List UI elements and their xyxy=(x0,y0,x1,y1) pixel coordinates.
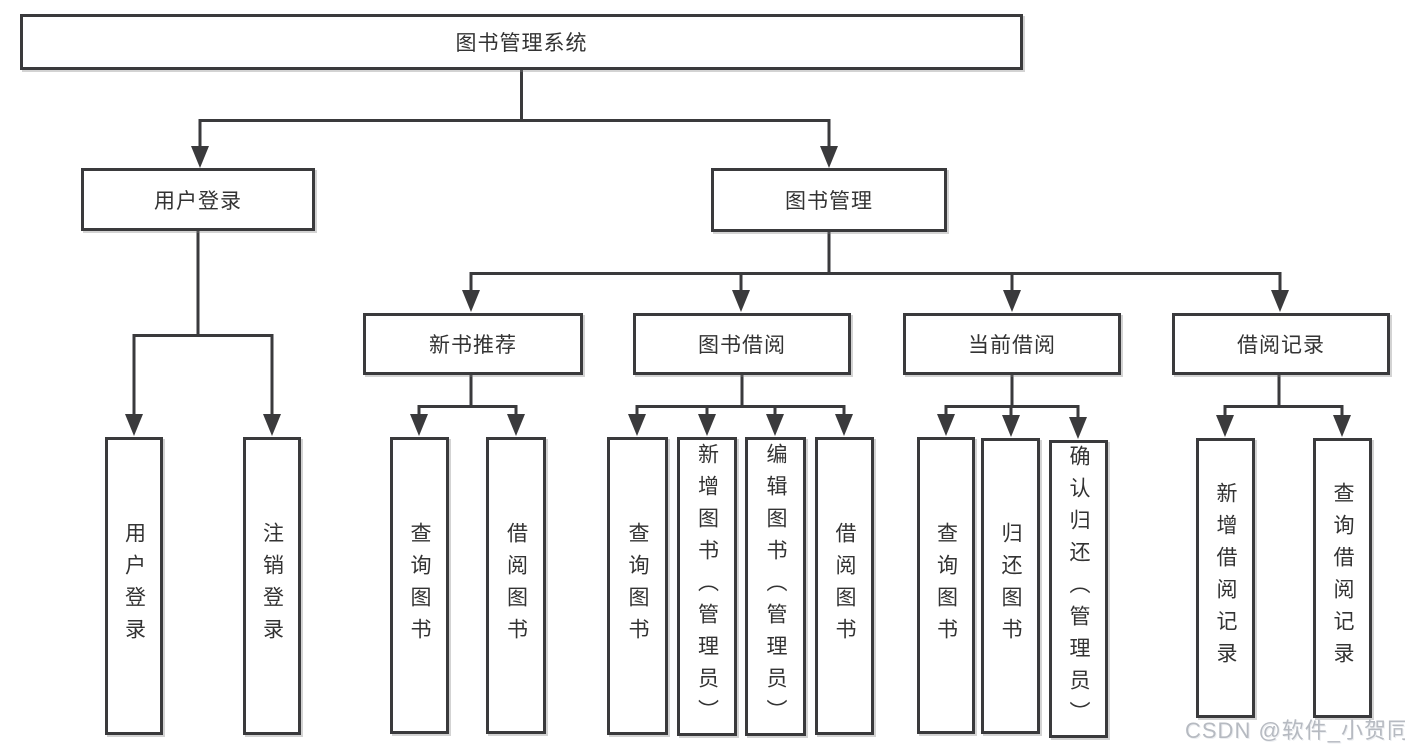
node-label: 查询图书 xyxy=(934,521,958,650)
leaf-borrow-borrow-books: 借阅图书 xyxy=(815,437,874,735)
node-label: 注销登录 xyxy=(260,522,284,650)
node-label: 图书借阅 xyxy=(698,334,786,357)
arrow-down-icon xyxy=(1069,417,1087,439)
arrow-down-icon xyxy=(1003,290,1021,312)
arrow-down-icon xyxy=(937,414,955,436)
leaf-logout: 注销登录 xyxy=(243,437,301,735)
arrow-down-icon xyxy=(410,414,428,436)
node-label: 当前借阅 xyxy=(968,334,1056,357)
arrow-down-icon xyxy=(698,414,716,436)
connector-newrec-to-leaves xyxy=(417,375,518,416)
node-label: 用户登录 xyxy=(154,189,242,213)
node-label: 查询借阅记录 xyxy=(1331,482,1354,674)
node-book-borrow: 图书借阅 xyxy=(633,313,851,375)
node-new-book-recommend: 新书推荐 xyxy=(363,313,583,375)
arrow-down-icon xyxy=(1333,415,1351,437)
arrow-down-icon xyxy=(1271,290,1289,312)
leaf-borrow-query-books: 查询图书 xyxy=(607,437,668,735)
node-label: 用户登录 xyxy=(122,522,146,650)
connector-userlogin-to-leaves xyxy=(132,231,274,416)
csdn-watermark: CSDN @软件_小贺同学 xyxy=(1185,718,1405,743)
leaf-current-return-books: 归还图书 xyxy=(981,438,1040,734)
arrow-down-icon xyxy=(820,146,838,168)
arrow-down-icon xyxy=(1002,415,1020,437)
node-current-borrow: 当前借阅 xyxy=(903,313,1121,375)
node-label: 新书推荐 xyxy=(429,334,517,357)
leaf-recommend-query-books: 查询图书 xyxy=(390,437,449,734)
arrow-down-icon xyxy=(1216,415,1234,437)
arrow-down-icon xyxy=(507,414,525,436)
connector-currentborrow-to-leaves xyxy=(944,375,1080,419)
connector-bookmgmt-to-level3 xyxy=(469,232,1282,292)
arrow-down-icon xyxy=(628,414,646,436)
node-borrow-records: 借阅记录 xyxy=(1172,313,1390,375)
node-label: 图书管理 xyxy=(785,190,873,213)
connector-records-to-leaves xyxy=(1223,375,1344,418)
node-label: 借阅图书 xyxy=(504,521,528,650)
node-label: 编辑图书（管理员） xyxy=(764,442,787,731)
leaf-borrow-add-books-admin: 新增图书（管理员） xyxy=(677,437,737,736)
arrow-down-icon xyxy=(191,146,209,168)
leaf-current-query-books: 查询图书 xyxy=(917,437,975,734)
arrow-down-icon xyxy=(263,414,281,436)
leaf-records-query-borrow-record: 查询借阅记录 xyxy=(1313,438,1372,718)
arrow-down-icon xyxy=(766,414,784,436)
node-label: 图书管理系统 xyxy=(455,32,588,55)
arrow-down-icon xyxy=(732,290,750,312)
node-label: 确认归还（管理员） xyxy=(1067,445,1090,733)
connector-root-to-level2 xyxy=(198,70,831,150)
node-label: 借阅记录 xyxy=(1237,334,1325,357)
arrow-down-icon xyxy=(125,414,143,436)
node-library-management-system: 图书管理系统 xyxy=(20,14,1023,70)
node-label: 新增借阅记录 xyxy=(1214,482,1237,674)
node-label: 查询图书 xyxy=(408,521,431,650)
leaf-recommend-borrow-books: 借阅图书 xyxy=(486,437,546,734)
node-label: 查询图书 xyxy=(626,522,649,650)
leaf-borrow-edit-books-admin: 编辑图书（管理员） xyxy=(745,437,806,736)
leaf-records-add-borrow-record: 新增借阅记录 xyxy=(1196,438,1255,718)
arrowheads xyxy=(125,146,1351,439)
node-label: 借阅图书 xyxy=(833,522,856,650)
leaf-user-login: 用户登录 xyxy=(105,437,163,735)
node-label: 归还图书 xyxy=(999,522,1022,650)
node-label: 新增图书（管理员） xyxy=(695,442,719,731)
arrow-down-icon xyxy=(835,414,853,436)
connector-bookborrow-to-leaves xyxy=(635,375,846,416)
node-user-login: 用户登录 xyxy=(81,168,315,231)
node-book-management: 图书管理 xyxy=(711,168,947,232)
arrow-down-icon xyxy=(462,290,480,312)
leaf-current-confirm-return-admin: 确认归还（管理员） xyxy=(1049,440,1108,738)
